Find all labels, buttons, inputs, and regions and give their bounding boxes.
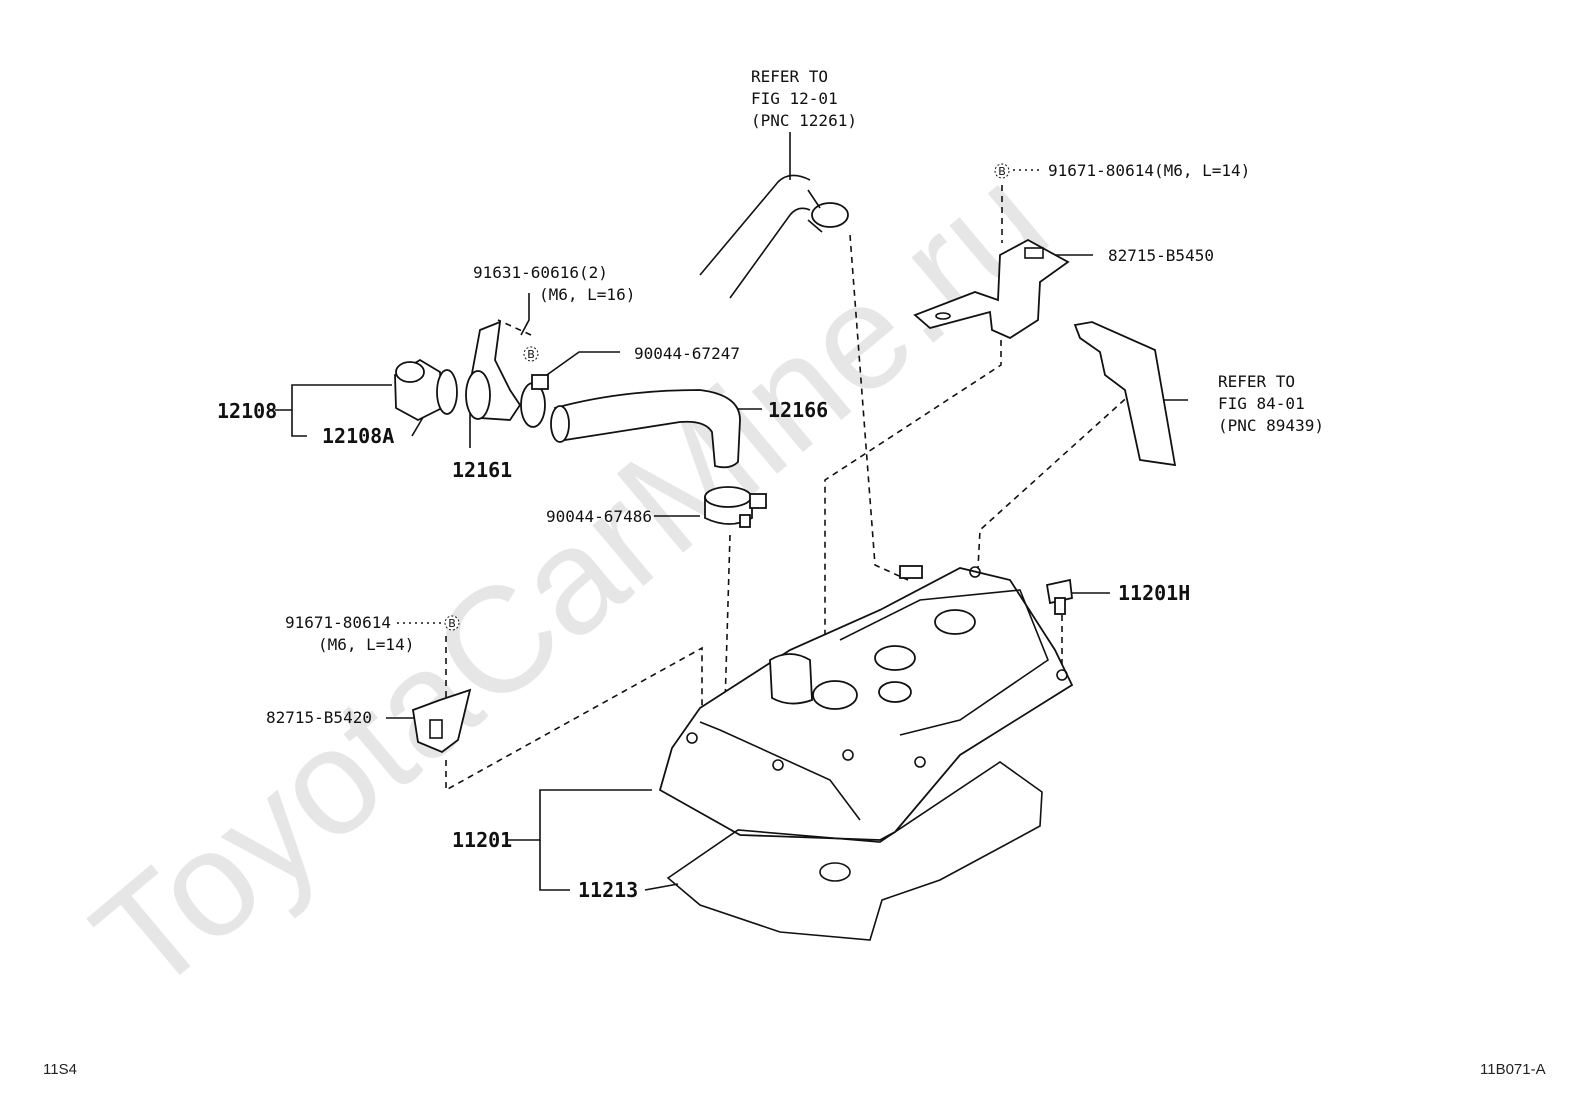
hose-12166 (553, 389, 741, 469)
page-code-left: 11S4 (43, 1061, 77, 1078)
refer-note-harness: REFER TO FIG 84-01 (PNC 89439) (1218, 372, 1324, 435)
bracket-82715-b5420 (411, 688, 472, 754)
svg-text:REFER TO: REFER TO (1218, 372, 1295, 391)
svg-text:REFER TO: REFER TO (751, 67, 828, 86)
gasket-11213 (666, 761, 1043, 941)
label-90044-67247: 90044-67247 (634, 344, 740, 363)
svg-text:(PNC 89439): (PNC 89439) (1218, 416, 1324, 435)
bracket-82715-b5450 (913, 238, 1070, 340)
refer-note-hose: REFER TO FIG 12-01 (PNC 12261) (751, 67, 857, 130)
svg-text:FIG 12-01: FIG 12-01 (751, 89, 838, 108)
gasket-hole (819, 862, 851, 882)
label-12108: 12108 (217, 399, 277, 423)
svg-text:B: B (448, 617, 456, 630)
bolt-symbol-91631: B (523, 346, 539, 362)
label-82715-b5450: 82715-B5450 (1108, 246, 1214, 265)
stud-bolt-11201h (1045, 578, 1073, 615)
cylinder-head-cover-11201 (658, 565, 1074, 841)
plug-12108 (394, 358, 443, 422)
bolt-symbol-top: B (994, 163, 1010, 179)
label-91671-left-spec: (M6, L=14) (318, 635, 414, 654)
bolt-symbol-left: B (444, 615, 460, 631)
svg-text:B: B (998, 165, 1006, 178)
label-11213: 11213 (578, 878, 638, 902)
clamp-90044-67247 (520, 374, 549, 428)
label-12108a: 12108A (322, 424, 394, 448)
svg-text:B: B (527, 348, 535, 361)
label-90044-67486: 90044-67486 (546, 507, 652, 526)
label-82715-b5420: 82715-B5420 (266, 708, 372, 727)
page-code-right: 11B071-A (1480, 1061, 1546, 1078)
harness-bracket (1073, 321, 1177, 467)
label-12161: 12161 (452, 458, 512, 482)
clamp-90044-67486 (704, 486, 767, 528)
label-91671-left: 91671-80614 (285, 613, 391, 632)
label-11201: 11201 (452, 828, 512, 852)
label-11201h: 11201H (1118, 581, 1190, 605)
label-91631: 91631-60616(2) (473, 263, 608, 282)
gasket-12108a (436, 369, 458, 415)
svg-text:FIG 84-01: FIG 84-01 (1218, 394, 1305, 413)
label-91671-top: 91671-80614(M6, L=14) (1048, 161, 1250, 180)
label-91631-spec: (M6, L=16) (539, 285, 635, 304)
pcv-hose-upper (699, 174, 849, 299)
svg-text:(PNC 12261): (PNC 12261) (751, 111, 857, 130)
label-12166: 12166 (768, 398, 828, 422)
ventilation-case-12161 (465, 320, 522, 421)
